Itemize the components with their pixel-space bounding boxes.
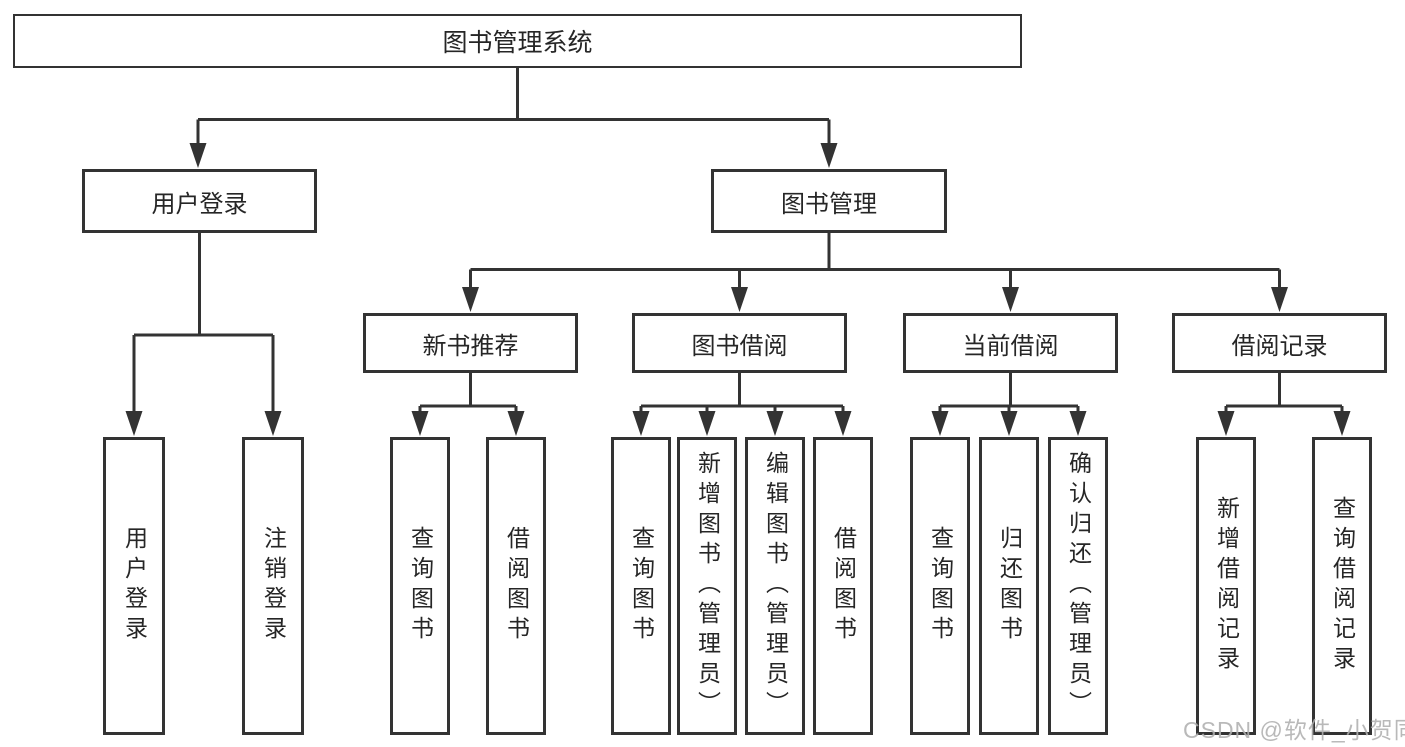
leaf-query-books: 查询图书 (611, 437, 671, 735)
node-current-borrow: 当前借阅 (903, 313, 1118, 373)
node-label: 用户登录 (151, 190, 248, 218)
connector-lines (132, 68, 1344, 414)
leaf-query-books: 查询图书 (910, 437, 970, 735)
leaf-query-books: 查询图书 (390, 437, 450, 735)
node-borrow-records: 借阅记录 (1172, 313, 1387, 373)
node-label: 图书管理系统 (442, 29, 593, 57)
leaf-label: 查询图书 (927, 526, 954, 646)
node-book-management: 图书管理 (711, 169, 947, 233)
node-label: 借阅记录 (1231, 332, 1328, 360)
node-user-login: 用户登录 (82, 169, 317, 233)
node-label: 图书借阅 (691, 332, 788, 360)
leaf-label: 查询图书 (628, 526, 655, 646)
leaf-label: 注销登录 (260, 526, 287, 646)
node-label: 图书管理 (781, 190, 877, 218)
node-new-book-recommend: 新书推荐 (363, 313, 578, 373)
leaf-label: 新增图书（管理员） (694, 451, 721, 721)
leaf-logout-login: 注销登录 (242, 437, 304, 735)
leaf-edit-books-admin: 编辑图书（管理员） (745, 437, 805, 735)
leaf-user-login: 用户登录 (103, 437, 165, 735)
csdn-watermark: CSDN @软件_小贺同学 (1183, 717, 1405, 743)
leaf-add-books-admin: 新增图书（管理员） (677, 437, 737, 735)
node-label: 当前借阅 (962, 332, 1059, 360)
leaf-borrow-books: 借阅图书 (486, 437, 546, 735)
leaf-label: 查询借阅记录 (1329, 496, 1356, 676)
leaf-label: 编辑图书（管理员） (762, 451, 789, 721)
leaf-return-books: 归还图书 (979, 437, 1039, 735)
node-label: 新书推荐 (422, 332, 519, 360)
leaf-confirm-return-admin: 确认归还（管理员） (1048, 437, 1108, 735)
leaf-add-borrow-record: 新增借阅记录 (1196, 437, 1256, 735)
leaf-borrow-books: 借阅图书 (813, 437, 873, 735)
leaf-query-borrow-record: 查询借阅记录 (1312, 437, 1372, 735)
leaf-label: 用户登录 (121, 526, 148, 646)
node-library-management-system: 图书管理系统 (13, 14, 1022, 68)
node-book-borrow: 图书借阅 (632, 313, 847, 373)
leaf-label: 确认归还（管理员） (1065, 451, 1092, 721)
leaf-label: 借阅图书 (830, 526, 857, 646)
leaf-label: 归还图书 (996, 526, 1023, 646)
leaf-label: 查询图书 (407, 526, 434, 646)
leaf-label: 借阅图书 (503, 526, 530, 646)
leaf-label: 新增借阅记录 (1213, 496, 1240, 676)
arrowheads (125, 143, 1351, 436)
